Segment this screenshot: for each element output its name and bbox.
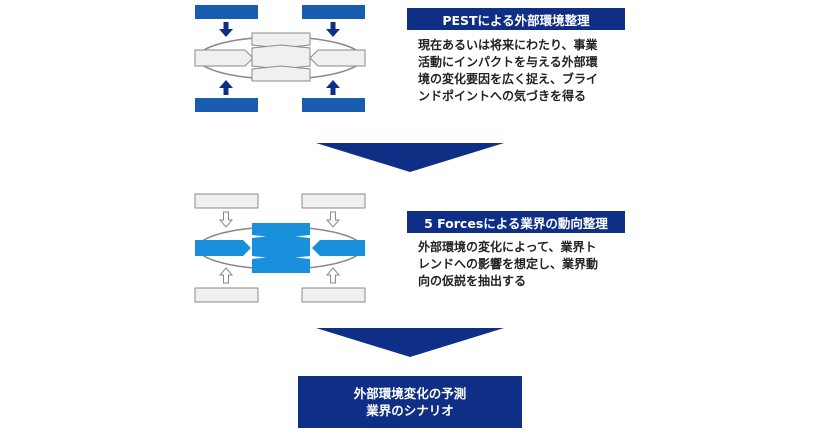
chevron-down-icon xyxy=(316,143,504,172)
ff-center-bottom xyxy=(252,256,310,273)
ff-arrow-up-right-icon xyxy=(325,267,341,284)
ff-box-top-left xyxy=(194,193,259,209)
step-2-line-1: 外部環境の変化によって、業界ト xyxy=(418,240,597,254)
pest-arrow-up-right-icon xyxy=(326,80,340,95)
ff-box-bottom-left xyxy=(194,287,259,303)
chevron-down-icon xyxy=(316,328,504,357)
pest-box-top-left xyxy=(195,5,258,19)
pest-arrow-down-left-icon xyxy=(219,22,233,37)
step-1-title: PESTによる外部環境整理 xyxy=(407,8,625,30)
pest-box-bottom-right xyxy=(302,98,365,112)
pest-box-top-right xyxy=(302,5,365,19)
ff-center-top xyxy=(252,223,310,238)
five-forces-diagram xyxy=(194,193,366,303)
step-2-title: 5 Forcesによる業界の動向整理 xyxy=(407,211,625,233)
step-2-line-3: 向の仮説を抽出する xyxy=(418,274,527,288)
step-1-line-3: 境の変化要因を広く捉え、ブライ xyxy=(418,72,599,86)
step-1-description: 現在あるいは将来にわたり、事業 活動にインパクトを与える外部環 境の変化要因を広… xyxy=(418,37,640,105)
pest-arrow-down-right-icon xyxy=(326,22,340,37)
pest-diagram xyxy=(194,5,366,112)
step-1-line-2: 活動にインパクトを与える外部環 xyxy=(418,55,598,69)
pest-box-bottom-left xyxy=(195,98,258,112)
pest-center-mid xyxy=(251,44,311,70)
ff-box-bottom-right xyxy=(301,287,366,303)
pest-arrow-up-left-icon xyxy=(219,80,233,95)
pest-right-block xyxy=(309,49,366,67)
pest-center-bottom xyxy=(251,65,311,82)
ff-right-block xyxy=(312,240,365,256)
ff-box-top-right xyxy=(301,193,366,209)
result-line-1: 外部環境変化の予測 xyxy=(353,386,467,401)
ff-left-block xyxy=(195,240,251,256)
step-1-line-4: ンドポイントへの気づきを得る xyxy=(418,89,587,103)
step-2-description: 外部環境の変化によって、業界ト レンドへの影響を想定し、業界動 向の仮説を抽出す… xyxy=(418,239,640,290)
ff-arrow-down-left-icon xyxy=(218,211,234,228)
ff-arrow-down-right-icon xyxy=(325,211,341,228)
ff-arrow-up-left-icon xyxy=(218,267,234,284)
ff-center-mid xyxy=(252,235,310,259)
step-1-line-1: 現在あるいは将来にわたり、事業 xyxy=(418,38,598,52)
result-box: 外部環境変化の予測 業界のシナリオ xyxy=(298,376,522,428)
result-line-2: 業界のシナリオ xyxy=(366,403,454,418)
step-2-line-2: レンドへの影響を想定し、業界動 xyxy=(418,257,599,271)
pest-left-block xyxy=(194,49,254,67)
